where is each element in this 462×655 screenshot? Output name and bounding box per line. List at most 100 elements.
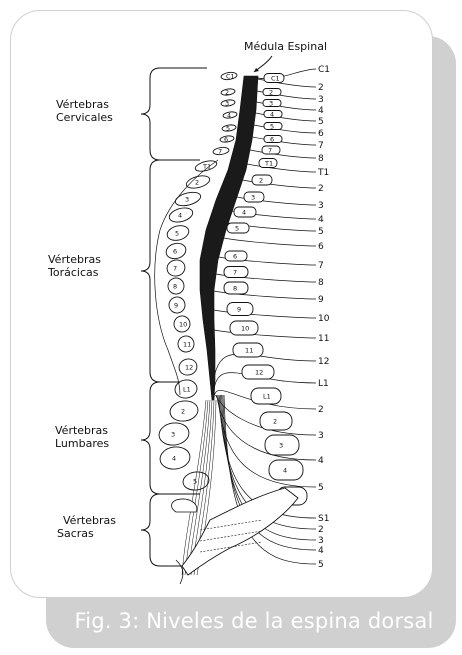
nerve-root-label: 7	[233, 269, 237, 277]
nerve-root-label: 5	[235, 225, 239, 233]
nerve-level-label: 5	[318, 117, 324, 127]
svg-text:Sacras: Sacras	[57, 527, 94, 540]
nerve-level-label: 2	[318, 184, 324, 194]
nerve-root-label: 2	[269, 89, 273, 97]
spinal-cord-label: Médula Espinal	[244, 40, 327, 53]
spinal-nerve	[224, 238, 316, 246]
nerve-root-label: 2	[273, 418, 277, 426]
vertebra-label: 4	[227, 112, 231, 120]
vertebra-label: 6	[224, 136, 228, 144]
spinal-nerve	[254, 125, 316, 133]
nerve-level-label: 9	[318, 295, 324, 305]
nerve-root-label: L1	[263, 393, 271, 401]
nerve-root-label: 3	[269, 100, 273, 108]
vertebra-label: 3	[185, 196, 189, 204]
nerve-root-label: 10	[241, 325, 249, 333]
nerve-level-label: 6	[318, 129, 324, 139]
nerve-root-label: 4	[283, 467, 287, 475]
vertebra-label: 2	[181, 408, 185, 416]
nerve-level-label: 2	[318, 405, 324, 415]
nerve-level-label: 3	[318, 95, 324, 105]
vertebra-label: 9	[174, 302, 178, 310]
region-label-cervical: Vértebras Cervicales	[56, 98, 113, 124]
svg-text:Torácicas: Torácicas	[47, 266, 99, 279]
svg-text:Vértebras: Vértebras	[56, 98, 109, 111]
nerve-level-label: C1	[318, 65, 330, 75]
brace-cervical	[141, 68, 207, 160]
vertebra-label: C1	[226, 73, 235, 81]
coccyx	[176, 560, 183, 584]
spinal-nerve	[247, 164, 316, 172]
nerve-root-label: 5	[270, 123, 274, 131]
nerve-level-label: 7	[318, 141, 324, 151]
nerve-root-label: T1	[264, 160, 273, 168]
nerve-level-label: 2	[318, 525, 324, 535]
nerve-root-label: 8	[233, 285, 237, 293]
figure-caption: Fig. 3: Niveles de la espina dorsal	[54, 598, 454, 644]
vertebra-label: L1	[183, 386, 191, 394]
vertebra-label: 4	[172, 455, 176, 463]
nerve-level-label: 12	[318, 357, 329, 367]
vertebra-label: 12	[185, 364, 193, 372]
svg-text:Lumbares: Lumbares	[55, 437, 109, 450]
vertebra-label: 5	[175, 230, 179, 238]
vertebra-label: 2	[225, 89, 229, 97]
nerve-level-label: 3	[318, 201, 324, 211]
nerve-level-label: 4	[318, 106, 324, 116]
region-label-lumbar: Vértebras Lumbares	[55, 424, 109, 450]
nerve-root-label: 7	[268, 147, 272, 155]
nerve-level-label: T1	[317, 168, 329, 178]
nerve-level-label: 5	[318, 227, 324, 237]
spinal-nerve	[252, 137, 316, 145]
nerve-level-label: S1	[318, 514, 329, 524]
sacral-wing	[172, 499, 197, 512]
vertebra-label: 3	[171, 431, 175, 439]
nerve-root-label: 3	[279, 442, 283, 450]
vertebra-label: 3	[225, 100, 229, 108]
vertebra-label: 7	[218, 148, 222, 156]
nerve-level-label: L1	[318, 379, 329, 389]
nerve-level-label: 2	[318, 83, 324, 93]
nerve-root-label: 11	[245, 347, 253, 355]
svg-text:Vértebras: Vértebras	[55, 424, 108, 437]
nerve-level-label: 6	[318, 242, 324, 252]
nerve-level-label: 3	[318, 536, 324, 546]
nerve-root-label: 9	[237, 306, 241, 314]
sacrum-bone	[182, 488, 298, 575]
nerve-root-label: 3	[251, 194, 255, 202]
region-label-thoracic: Vértebras Torácicas	[47, 253, 101, 279]
nerve-root-label: 2	[259, 177, 263, 185]
svg-text:Vértebras: Vértebras	[48, 253, 101, 266]
nerve-level-label: 8	[318, 154, 324, 164]
svg-text:Vértebras: Vértebras	[63, 514, 116, 527]
nerve-level-label: 11	[318, 334, 329, 344]
vertebra-label: 2	[195, 179, 199, 187]
nerve-root-label: 6	[233, 253, 237, 261]
vertebra-label: 7	[173, 265, 177, 273]
nerve-root-label: 4	[270, 111, 274, 119]
svg-text:Cervicales: Cervicales	[56, 111, 113, 124]
nerve-level-label: 4	[318, 456, 324, 466]
vertebra-label: 5	[226, 125, 230, 133]
nerve-root-label: C1	[271, 75, 280, 83]
nerve-level-label: 5	[318, 483, 324, 493]
vertebra-label: 10	[179, 321, 187, 329]
sacrum	[172, 488, 299, 584]
nerve-root-label: 4	[242, 209, 246, 217]
nerve-root-label: 12	[255, 369, 263, 377]
nerve-level-label: 4	[318, 215, 324, 225]
vertebra-label: 8	[173, 283, 177, 291]
nerve-level-label: 3	[318, 431, 324, 441]
nerve-level-label: 4	[318, 546, 324, 556]
nerve-level-label: 5	[318, 560, 324, 570]
region-label-sacral: Vértebras Sacras	[57, 514, 116, 540]
vertebra-label: T1	[202, 163, 211, 171]
spinal-nerve	[214, 330, 316, 338]
spinal-nerve	[250, 150, 316, 158]
vertebra-label: 11	[183, 341, 191, 349]
vertebra-label: 4	[178, 212, 182, 220]
nerve-level-label: 8	[318, 278, 324, 288]
